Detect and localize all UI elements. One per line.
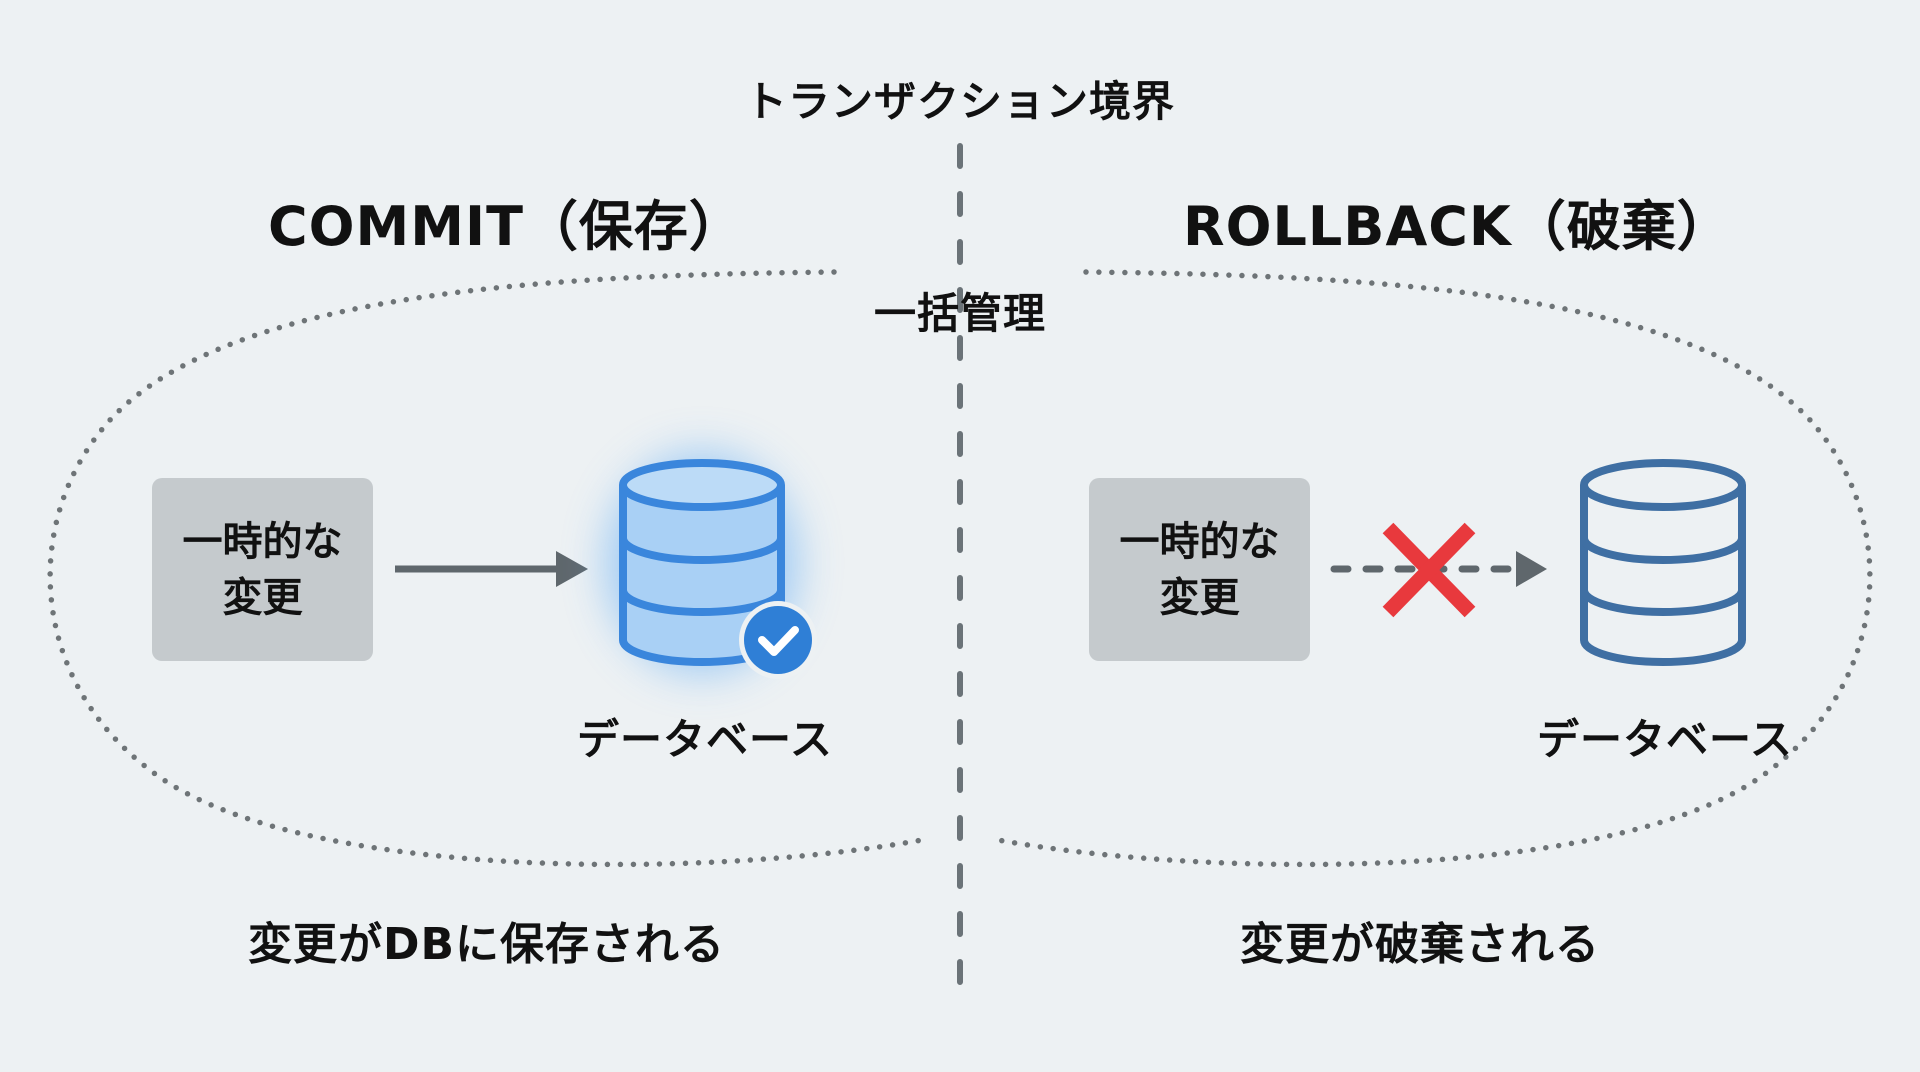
commit-heading: COMMIT（保存） <box>268 195 744 258</box>
commit-result-text: 変更がDBに保存される <box>248 919 726 970</box>
commit-temp-change-label: 一時的な 変更 <box>182 518 343 621</box>
rollback-temp-change-box: 一時的な 変更 <box>1089 478 1310 661</box>
check-badge-icon <box>739 601 817 679</box>
rollback-temp-change-label: 一時的な 変更 <box>1119 518 1280 621</box>
database-icon <box>1580 459 1746 666</box>
commit-arrow <box>395 551 588 587</box>
commit-database-label: データベース <box>577 715 833 764</box>
rollback-dashed-arrow <box>1330 551 1547 587</box>
diagram-title: トランザクション境界 <box>744 77 1175 126</box>
database-check-icon <box>607 453 817 679</box>
cross-icon <box>1382 522 1476 618</box>
rollback-heading: ROLLBACK（破棄） <box>1183 195 1732 258</box>
rollback-result-text: 変更が破棄される <box>1240 919 1600 970</box>
rollback-database-label: データベース <box>1537 715 1793 764</box>
commit-temp-change-box: 一時的な 変更 <box>152 478 373 661</box>
batch-management-label: 一括管理 <box>873 289 1046 338</box>
